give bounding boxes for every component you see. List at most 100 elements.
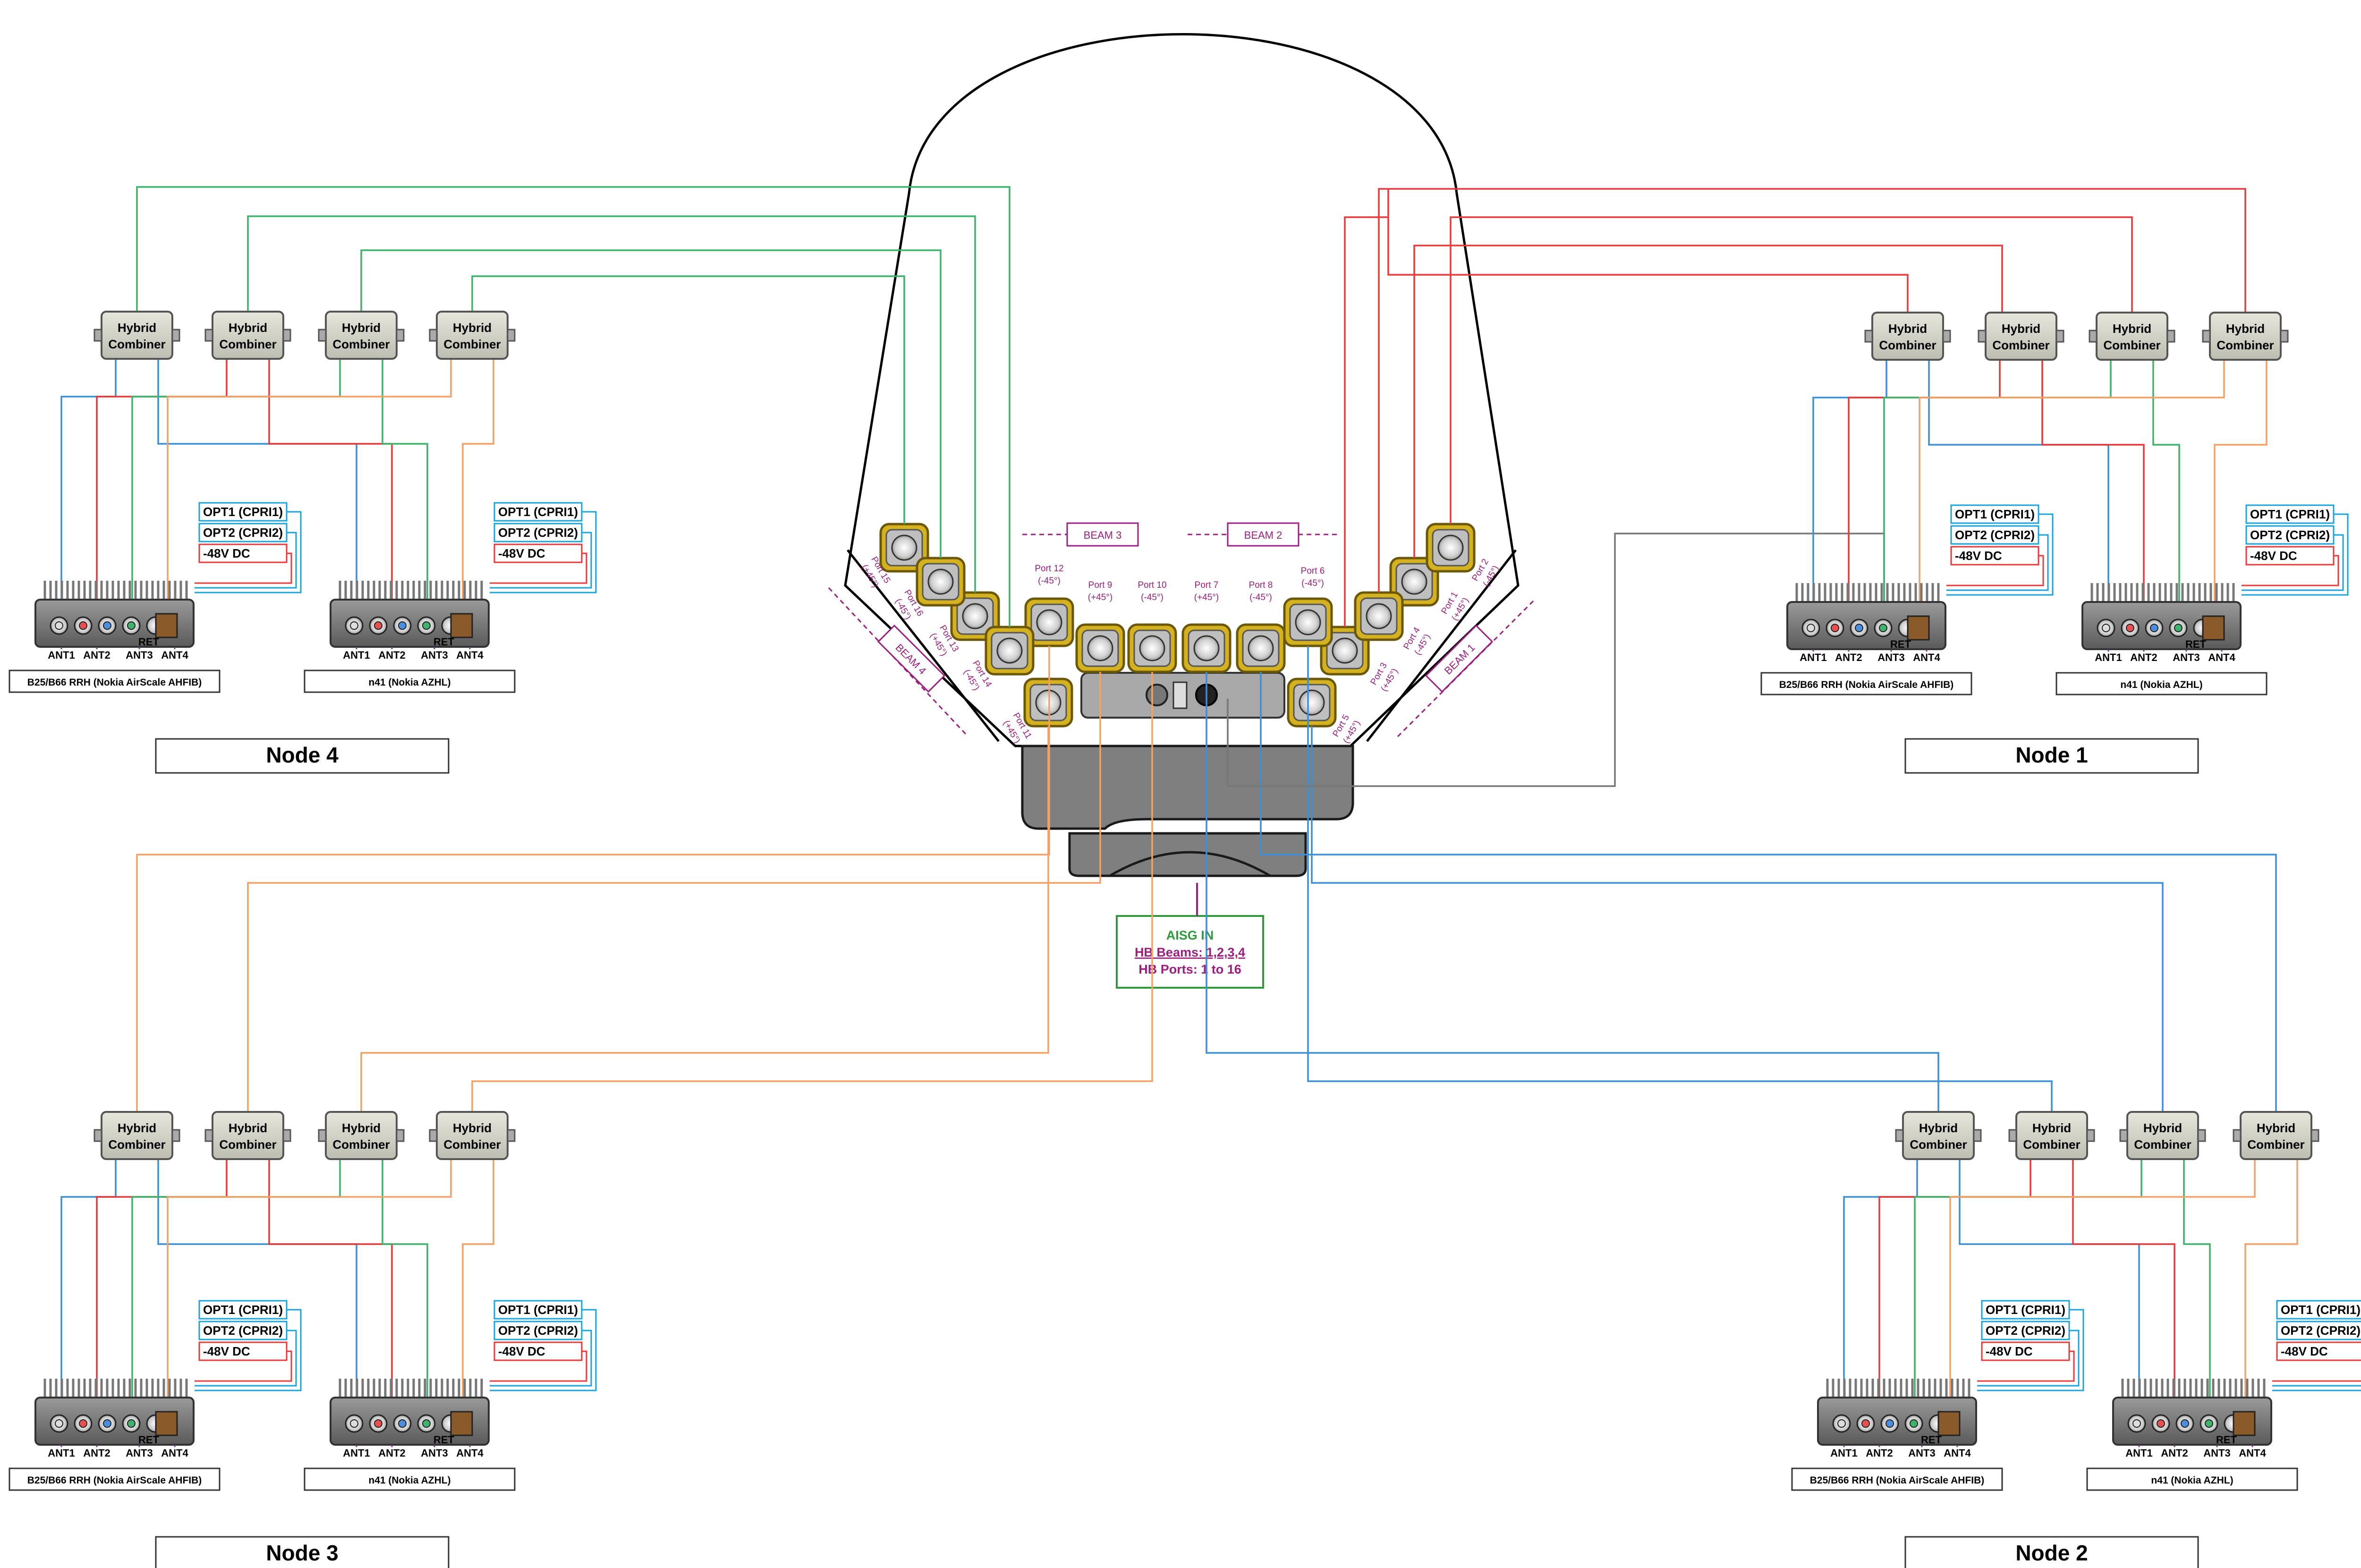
hybrid-combiner-body [2126,1111,2199,1160]
antenna-port-polarization: (-45°) [1301,578,1324,588]
opt2-box-label: OPT2 (CPRI2) [2281,1323,2361,1338]
beam-tag-border [877,624,946,693]
rrh-port-label-ant1: ANT1 [1830,1447,1857,1459]
dc-lead [195,552,292,584]
dc-box [2245,546,2335,566]
node-title-box [1904,738,2199,774]
dc-box-label: -48V DC [203,546,250,560]
opt2-box-label: OPT2 (CPRI2) [498,1323,578,1338]
hybrid-combiner-body [325,311,398,360]
antenna-inner-edge-right [1366,549,1517,742]
hybrid-combiner-label-line1: Hybrid [342,321,381,335]
rrh-connector-core [55,621,63,630]
hybrid-combiner-body [325,1111,398,1160]
feeder-node3-c1 [136,646,1050,1112]
antenna-port-10: Port 10(-45°) [1127,580,1177,673]
feeder-node1-c4 [1378,188,2246,593]
hybrid-combiner-label-line1: Hybrid [1888,322,1927,336]
feeder-node4-c1 [136,186,1011,627]
hybrid-combiner-label-line1: Hybrid [118,321,156,335]
combiner-to-n41-cable [382,1159,428,1424]
opt1-box [1950,504,2039,524]
rrh-label: n41 (Nokia AZHL) [368,677,450,688]
hybrid-combiner-tab-right [2310,1129,2319,1142]
antenna-port-8: Port 8(-45°) [1236,580,1286,673]
hybrid-combiner-body [1902,1111,1975,1160]
combiner-to-n41-cable [462,359,494,626]
rrh-power-connector [155,1411,178,1436]
rrh-connector-core [422,621,431,630]
opt2-box-label: OPT2 (CPRI2) [203,1323,283,1338]
combiner-to-n41-cable [268,359,393,626]
nodes: HybridCombinerHybridCombinerHybridCombin… [8,311,2361,1568]
hybrid-combiner-label-line2: Combiner [2103,338,2160,352]
antenna-inner-edge-left [847,549,1000,742]
hybrid-combiner-label-line2: Combiner [443,337,501,351]
rrh-power-connector [155,613,178,638]
aisg-box-border [1116,915,1264,989]
rrh-connector-core [350,621,358,630]
opt1-lead [490,511,597,593]
aisg-connector-in[interactable] [1146,684,1168,706]
combiner-to-n41-cable [1959,1159,2140,1424]
opt2-box [2276,1321,2361,1340]
opt2-box [493,1321,583,1340]
opt2-box [198,523,288,542]
opt2-lead [1946,534,2049,591]
rrh-label-box [1791,1467,2003,1491]
hybrid-combiner-label-line1: Hybrid [2002,322,2040,336]
antenna [844,33,1520,877]
rrh-connector-core [2157,1419,2165,1428]
rrh-port-label-ant3: ANT3 [126,649,153,661]
feeder-node4-c3 [360,249,942,558]
hybrid-combiner-label-line1: Hybrid [1919,1121,1958,1135]
antenna-port-connector [1036,609,1062,636]
dc-box-label: -48V DC [498,546,545,560]
feeder-node4-c4 [471,275,905,524]
rrh-label: B25/B66 RRH (Nokia AirScale AHFIB) [27,1475,202,1486]
antenna-port-name: Port 7 [1195,580,1219,590]
opt2-box [1950,525,2039,545]
feeder-node3-c2 [247,672,1101,1112]
combiner-to-n41-cable [2183,1159,2211,1424]
hybrid-combiner-tab-right [2055,330,2064,343]
beam-label-1: BEAM 1 [1397,599,1536,737]
combiner-to-n41-cable [2152,360,2180,628]
antenna-port-connector [1299,689,1325,716]
antenna-port-polarization: (+45°) [1194,593,1219,602]
dc-box-label: -48V DC [2250,549,2297,563]
antenna-port-9: Port 9(+45°) [1075,580,1125,673]
rrh-port-label-ant1: ANT1 [1800,652,1826,663]
antenna-port-polarization: (-45°) [1249,593,1272,602]
rrh-connector-core [2174,624,2183,632]
rrh-label: n41 (Nokia AZHL) [2151,1475,2233,1486]
rrh-power-connector [1907,615,1930,641]
opt1-box-label: OPT1 (CPRI1) [2250,507,2330,521]
hybrid-combiner-body [2240,1111,2312,1160]
rrh-connector-core [1879,624,1887,632]
opt1-box-label: OPT1 (CPRI1) [2281,1303,2361,1317]
rrh-port-label-ant4: ANT4 [1913,652,1940,663]
rrh-port-label-ant4: ANT4 [1944,1447,1971,1459]
node-title: Node 1 [2015,743,2088,767]
opt1-box [198,502,288,522]
antenna-port-connector [1401,568,1427,595]
rrh-port-label-ant2: ANT2 [2161,1447,2188,1459]
combiner-to-b25-cable [167,359,452,626]
rrh-connector-core [2132,1419,2141,1428]
rrh-ret-label: RET [2185,638,2207,650]
connection-boxes-n41: OPT1 (CPRI1)OPT2 (CPRI2)-48V DC [490,1300,597,1391]
antenna-radome-outline [844,33,1520,747]
hybrid-combiner-tab-right [507,1129,516,1142]
antenna-port-5: Port 5(+45°) [1287,678,1362,745]
hybrid-combiner-label-line2: Combiner [443,1137,501,1152]
hybrid-combiner-body [1871,312,1944,361]
dc-box [1981,1341,2070,1361]
rrh-port-label-ant2: ANT2 [2130,652,2157,663]
antenna-port-15: Port 15(+45°) [859,523,929,589]
